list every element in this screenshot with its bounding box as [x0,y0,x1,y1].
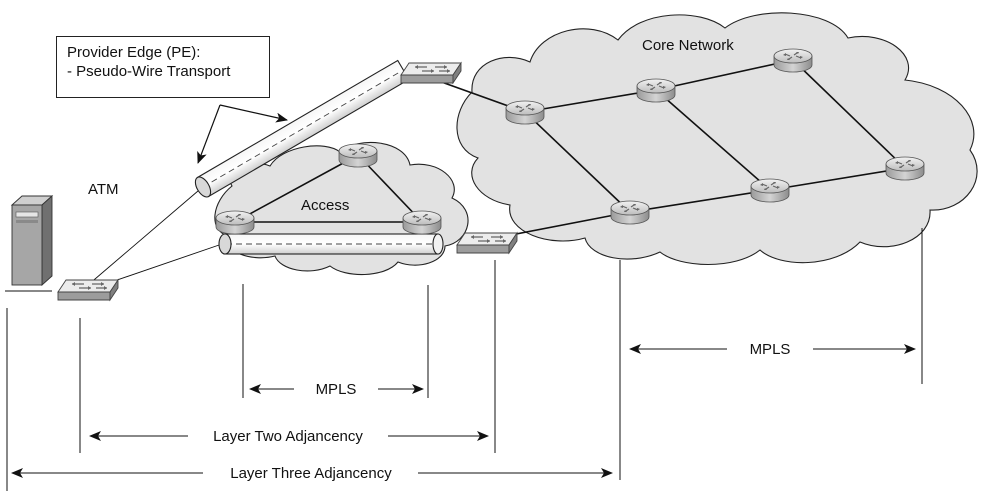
layer-three-adjacency-label: Layer Three Adjancency [230,465,392,482]
access-label: Access [301,197,349,214]
callout-subtitle: - Pseudo-Wire Transport [67,63,231,80]
pseudo-wire-tube-lower [218,233,444,255]
core-router-icon [505,100,545,125]
pseudo-wire-tube-upper [194,59,410,198]
core-network-label: Core Network [642,37,734,54]
dimension-lines [6,228,923,491]
atm-label: ATM [88,181,119,198]
core-router-icon [610,200,650,225]
pe-switch-icon [400,62,462,84]
callout-title: Provider Edge (PE): [67,44,201,61]
core-router-icon [773,48,813,73]
server-icon [5,194,54,292]
access-router-icon [402,210,442,235]
access-mpls-label: MPLS [316,381,357,398]
callout-arrows [197,104,288,164]
core-network-cloud [456,12,978,265]
access-router-icon [338,143,378,168]
provider-edge-callout: Provider Edge (PE): - Pseudo-Wire Transp… [56,36,270,98]
core-router-icon [750,178,790,203]
core-mpls-label: MPLS [750,341,791,358]
core-router-icon [636,78,676,103]
access-router-icon [215,210,255,235]
attachment-lines [87,184,223,291]
core-router-icon [885,156,925,181]
dimension-arrows [11,344,916,478]
layer-two-adjacency-label: Layer Two Adjancency [213,428,363,445]
atm-switch-icon [57,279,119,301]
pe-switch-icon [456,232,518,254]
